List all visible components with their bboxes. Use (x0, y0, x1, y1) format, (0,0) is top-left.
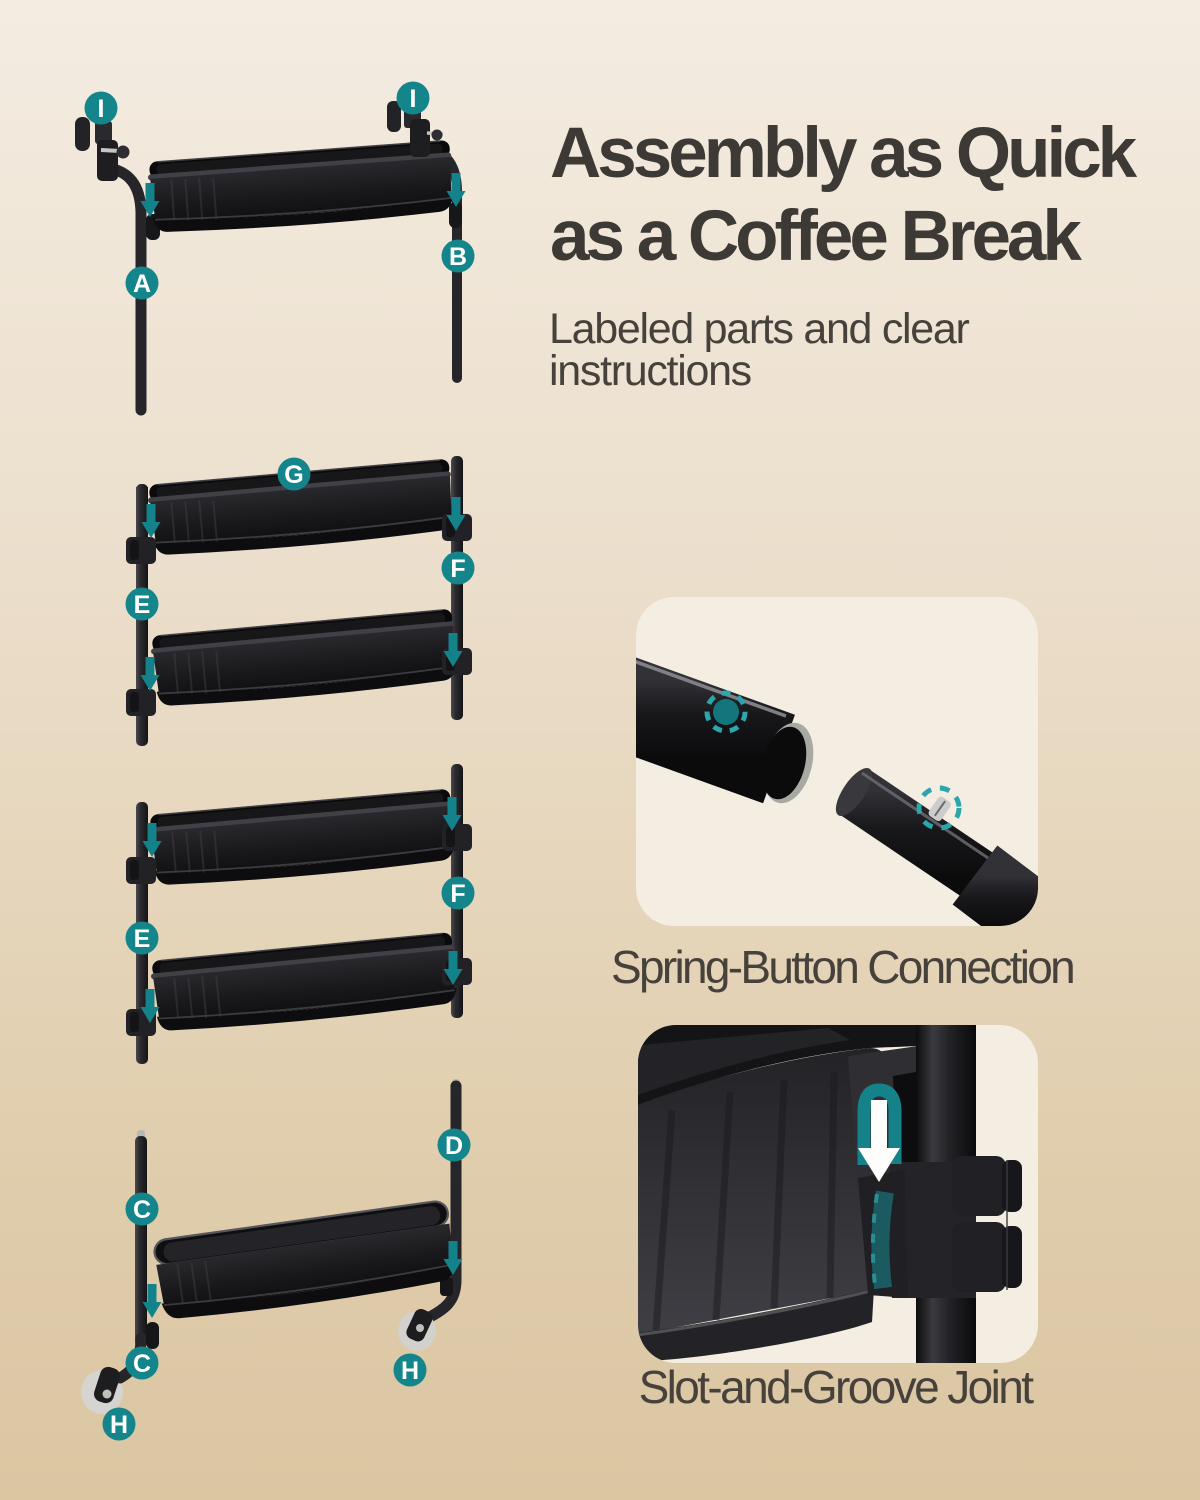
svg-text:G: G (284, 461, 303, 489)
svg-text:C: C (133, 1196, 151, 1224)
svg-text:H: H (401, 1357, 419, 1385)
svg-text:E: E (134, 925, 151, 953)
svg-text:F: F (450, 880, 465, 908)
svg-text:I: I (410, 85, 417, 113)
svg-text:A: A (133, 270, 151, 298)
svg-text:F: F (450, 555, 465, 583)
svg-text:D: D (445, 1132, 463, 1160)
svg-text:E: E (134, 591, 151, 619)
svg-text:B: B (449, 243, 467, 271)
svg-text:C: C (133, 1350, 151, 1378)
svg-text:H: H (110, 1411, 128, 1439)
svg-text:I: I (98, 95, 105, 123)
